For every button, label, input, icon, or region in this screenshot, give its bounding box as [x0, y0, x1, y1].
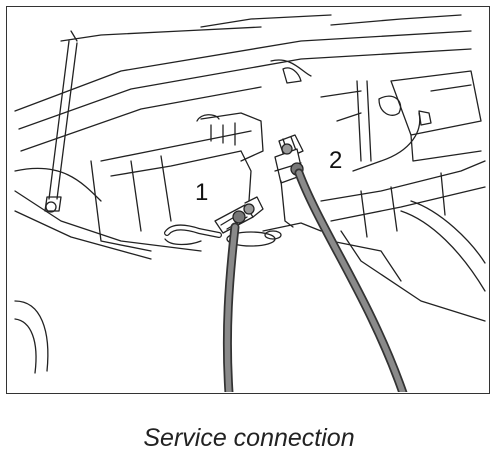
illustration-frame: 1 2	[6, 6, 490, 394]
hood-strut	[44, 30, 78, 213]
hood-panel	[14, 14, 472, 152]
engine-block	[90, 112, 264, 252]
service-connector-1	[214, 196, 264, 234]
callout-label-2: 2	[329, 147, 343, 174]
ac-pipe	[164, 222, 322, 247]
engine-bay-drawing	[14, 14, 486, 392]
callout-label-1: 1	[195, 179, 209, 206]
lower-body	[320, 160, 486, 322]
fender	[14, 167, 202, 374]
figure-caption: Service connection	[143, 424, 355, 452]
gauge-hoses	[222, 168, 408, 392]
right-components	[320, 70, 482, 172]
